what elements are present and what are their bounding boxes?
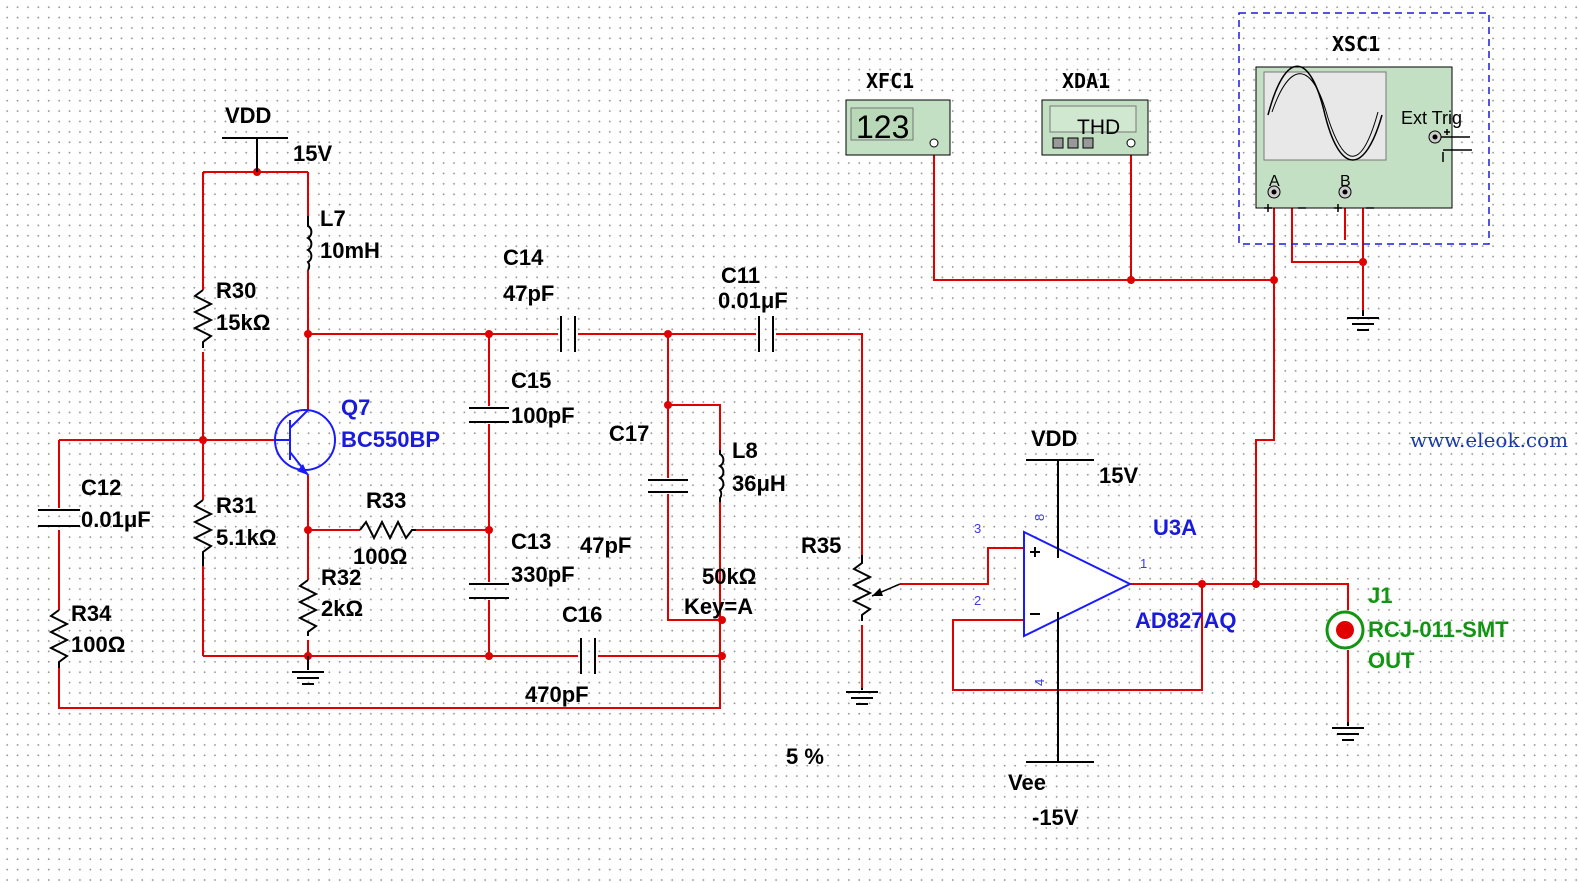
r35-key: Key=A bbox=[684, 594, 753, 619]
capacitor-c17[interactable] bbox=[648, 479, 688, 493]
ground-symbol-1 bbox=[292, 656, 324, 685]
c17-value: 47pF bbox=[580, 533, 631, 558]
l7-label: L7 bbox=[320, 206, 346, 231]
xfc1-display: 123 bbox=[856, 109, 909, 145]
c14-value: 47pF bbox=[503, 281, 554, 306]
opamp-u3a[interactable] bbox=[1023, 459, 1133, 763]
xsc1-channel-a: A bbox=[1269, 173, 1280, 190]
wires bbox=[58, 148, 1364, 722]
q7-value: BC550BP bbox=[341, 427, 440, 452]
capacitor-c14[interactable] bbox=[560, 316, 576, 352]
xfc1-label: XFC1 bbox=[866, 69, 914, 93]
c14-label: C14 bbox=[503, 245, 544, 270]
connector-j1[interactable] bbox=[1325, 610, 1365, 650]
r35-label: R35 bbox=[801, 533, 841, 558]
u3a-part: AD827AQ bbox=[1135, 608, 1236, 633]
vdd-source-1[interactable] bbox=[222, 137, 288, 172]
vdd-value-1: 15V bbox=[293, 141, 332, 166]
vdd-label-1: VDD bbox=[225, 103, 271, 128]
capacitor-c15[interactable] bbox=[469, 407, 509, 423]
c12-value: 0.01μF bbox=[81, 507, 151, 532]
capacitor-c12[interactable] bbox=[38, 509, 80, 527]
capacitor-c11[interactable] bbox=[758, 316, 774, 352]
c12-label: C12 bbox=[81, 475, 121, 500]
inductor-l7[interactable] bbox=[306, 216, 313, 271]
resistor-r30[interactable] bbox=[192, 289, 214, 348]
c16-value: 470pF bbox=[525, 682, 589, 707]
r35-value: 50kΩ bbox=[702, 564, 756, 589]
c16-label: C16 bbox=[562, 602, 602, 627]
resistor-r31[interactable] bbox=[192, 499, 214, 566]
capacitor-c16[interactable] bbox=[580, 638, 596, 674]
r35-percent: 5 % bbox=[786, 744, 824, 769]
ground-symbol-2 bbox=[846, 688, 878, 705]
opamp-pin-3: 3 bbox=[974, 521, 981, 536]
c15-label: C15 bbox=[511, 368, 551, 393]
u3a-label: U3A bbox=[1153, 515, 1197, 540]
xda1-display: THD bbox=[1077, 116, 1120, 139]
c13-label: C13 bbox=[511, 529, 551, 554]
inductor-l8[interactable] bbox=[718, 450, 725, 502]
j1-net: OUT bbox=[1368, 648, 1415, 673]
c11-label: C11 bbox=[721, 263, 760, 288]
resistor-r33[interactable] bbox=[359, 519, 416, 541]
r30-value: 15kΩ bbox=[216, 310, 270, 335]
resistor-r34[interactable] bbox=[48, 609, 70, 668]
xsc1-channel-b: B bbox=[1340, 173, 1351, 190]
r34-value: 100Ω bbox=[71, 632, 125, 657]
xsc1-label: XSC1 bbox=[1332, 32, 1380, 56]
xda1-label: XDA1 bbox=[1062, 69, 1110, 93]
resistor-r32[interactable] bbox=[297, 579, 319, 636]
xsc1-ext-trig: Ext Trig bbox=[1401, 108, 1462, 128]
watermark-text: www.eleok.com bbox=[1410, 428, 1568, 452]
oscilloscope-xsc1[interactable] bbox=[1238, 12, 1490, 245]
j1-label: J1 bbox=[1368, 583, 1392, 608]
r32-value: 2kΩ bbox=[321, 596, 363, 621]
c17-label: C17 bbox=[609, 421, 649, 446]
l7-value: 10mH bbox=[320, 238, 380, 263]
r31-label: R31 bbox=[216, 493, 256, 518]
r33-label: R33 bbox=[366, 488, 406, 513]
opamp-pin-2: 2 bbox=[974, 593, 981, 608]
distortion-analyzer-xda1[interactable] bbox=[1041, 99, 1149, 156]
opamp-pin-1: 1 bbox=[1140, 556, 1147, 571]
opamp-pin-8: 8 bbox=[1032, 514, 1047, 521]
vdd-label-2: VDD bbox=[1031, 426, 1077, 451]
l8-label: L8 bbox=[732, 438, 758, 463]
vee-value: -15V bbox=[1032, 805, 1079, 830]
r31-value: 5.1kΩ bbox=[216, 525, 276, 550]
vdd-value-2: 15V bbox=[1099, 463, 1138, 488]
transistor-q7[interactable] bbox=[274, 409, 336, 476]
c15-value: 100pF bbox=[511, 403, 575, 428]
c13-value: 330pF bbox=[511, 562, 575, 587]
l8-value: 36μH bbox=[732, 471, 786, 496]
ground-symbol-3 bbox=[1332, 722, 1364, 741]
r30-label: R30 bbox=[216, 278, 256, 303]
ground-symbol-4 bbox=[1347, 310, 1379, 331]
opamp-pin-4: 4 bbox=[1032, 679, 1047, 686]
waveform-trace bbox=[1267, 65, 1383, 161]
r33-value: 100Ω bbox=[353, 544, 407, 569]
vee-label: Vee bbox=[1008, 770, 1046, 795]
potentiometer-r35[interactable] bbox=[851, 555, 901, 621]
capacitor-c13[interactable] bbox=[469, 583, 509, 599]
j1-part: RCJ-011-SMT bbox=[1368, 617, 1509, 642]
r32-label: R32 bbox=[321, 565, 361, 590]
c11-value: 0.01μF bbox=[718, 288, 788, 313]
frequency-counter-xfc1[interactable] bbox=[845, 99, 951, 156]
q7-label: Q7 bbox=[341, 395, 370, 420]
r34-label: R34 bbox=[71, 601, 112, 626]
